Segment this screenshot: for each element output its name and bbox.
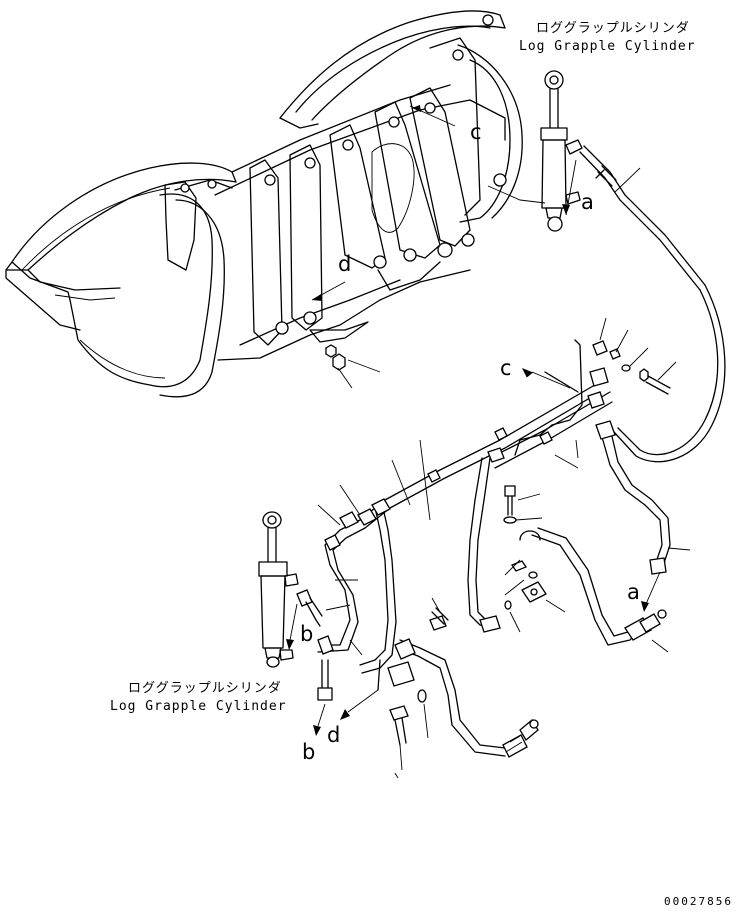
ref-d-top: d [338, 252, 352, 276]
top-cylinder-label-jp: ロググラップルシリンダ [536, 21, 690, 36]
bottom-cylinder-label-jp: ロググラップルシリンダ [128, 681, 282, 696]
right-hose-assembly [503, 420, 691, 653]
grapple-assembly [5, 10, 523, 398]
pipe-manifold [317, 317, 677, 758]
ref-c-mid: c [500, 356, 512, 380]
ref-c-top: c [470, 120, 482, 144]
top-cylinder [540, 70, 726, 463]
lower-parts [340, 597, 449, 779]
ref-a-right: a [627, 580, 640, 604]
bottom-cylinder [258, 511, 334, 736]
ref-b-bottom: b [302, 740, 316, 764]
top-cylinder-label-en: Log Grapple Cylinder [519, 39, 696, 54]
grapple-callouts [311, 104, 546, 301]
ref-d-bottom: d [327, 723, 341, 747]
ref-b-left: b [300, 622, 314, 646]
drawing-code: 00027856 [664, 895, 733, 908]
bottom-cylinder-label-en: Log Grapple Cylinder [110, 699, 287, 714]
ref-a-top: a [581, 190, 594, 214]
